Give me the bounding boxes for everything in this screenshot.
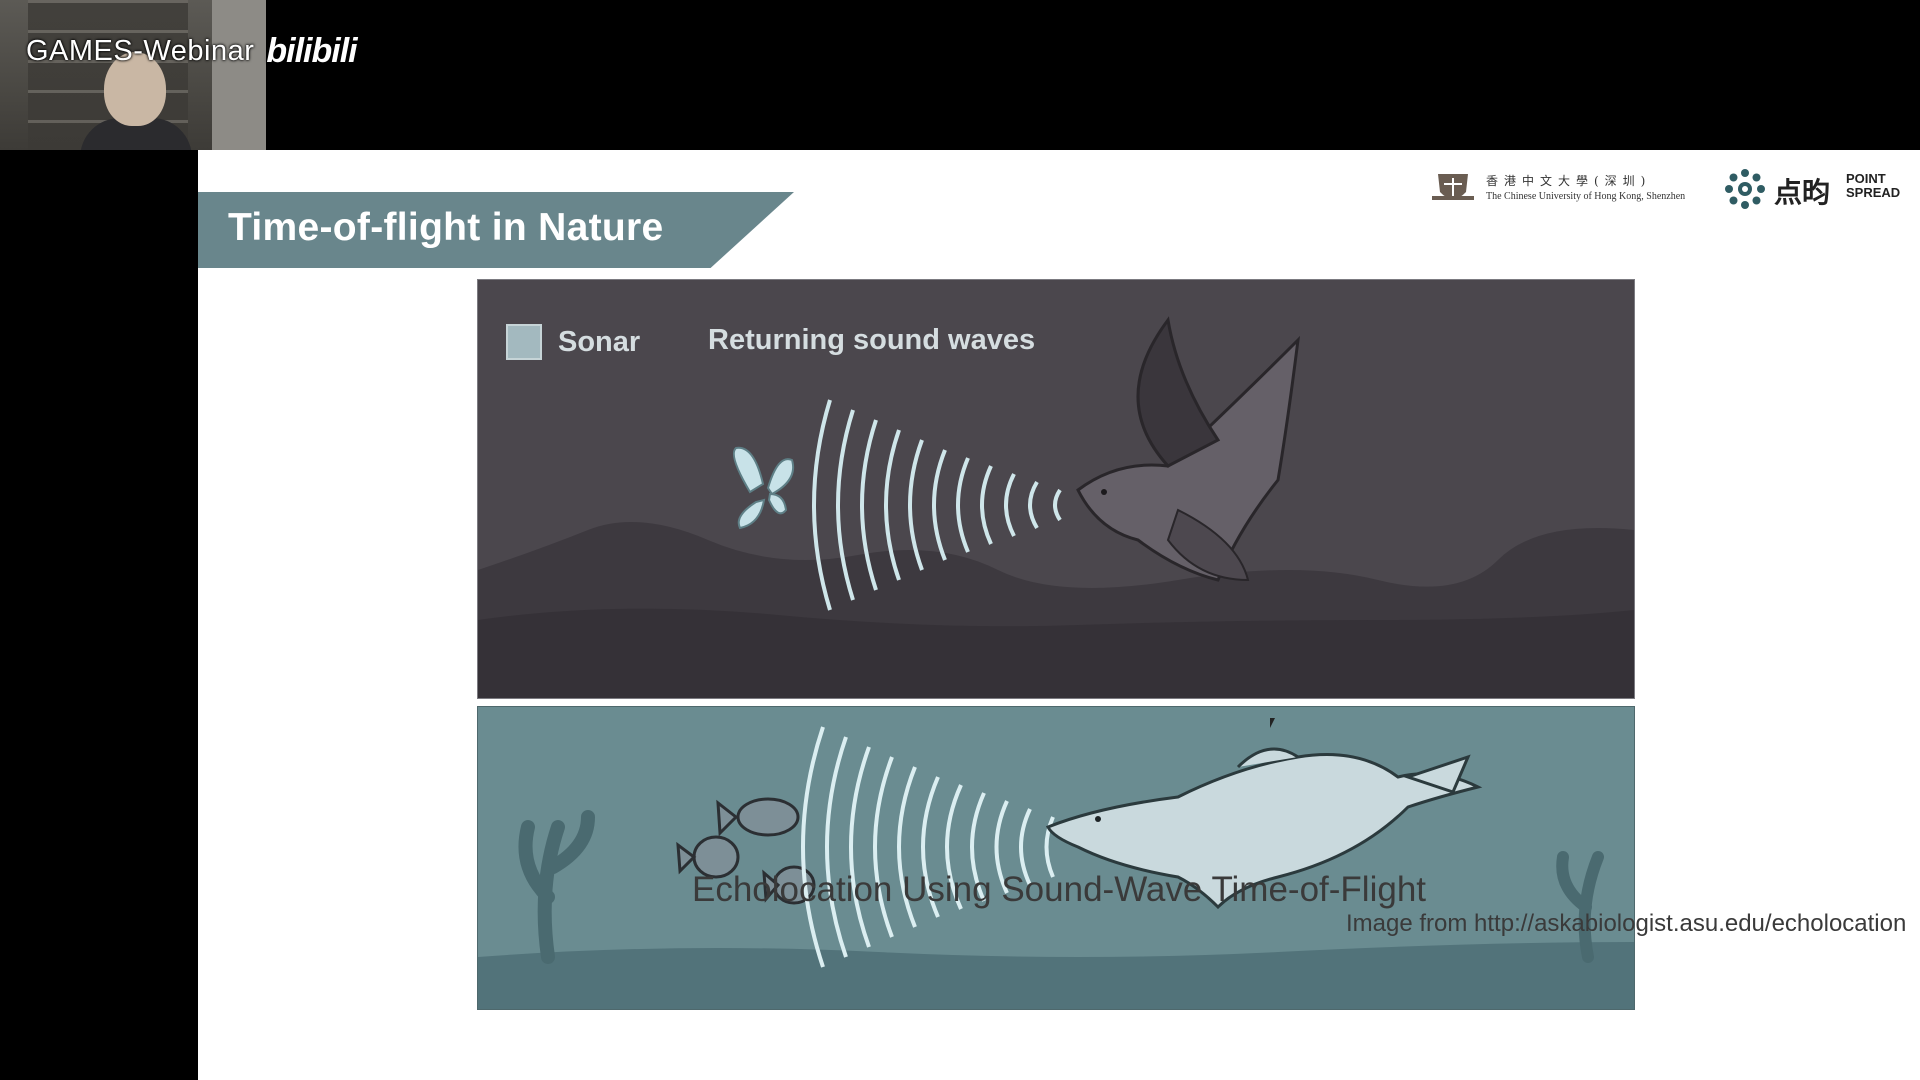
bat-scene-illustration	[478, 316, 1634, 698]
dolphin-scene-illustration	[478, 726, 1634, 1009]
cuhk-english-name: The Chinese University of Hong Kong, She…	[1486, 191, 1686, 202]
image-credit: Image from http://askabiologist.asu.edu/…	[1346, 910, 1907, 937]
sonar-legend-swatch	[506, 324, 542, 360]
sonar-legend-label: Sonar	[558, 325, 641, 358]
butterfly-icon	[732, 446, 794, 530]
point-spread-english-name: POINT SPREAD	[1846, 172, 1900, 200]
mouse-cursor-icon	[1270, 718, 1279, 728]
returning-waves-legend-label: Returning sound waves	[708, 324, 1036, 356]
title-banner	[198, 192, 794, 268]
slide-title: Time-of-flight in Nature	[228, 206, 664, 249]
video-top-bar	[0, 0, 1920, 150]
figure-caption-wrapper: Echolocation Using Sound-Wave Time-of-Fl…	[198, 870, 1920, 910]
video-left-bar	[0, 150, 198, 1080]
institution-logos: 香港中文大學(深圳) The Chinese University of Hon…	[1430, 164, 1910, 214]
fish-group-icon	[676, 797, 816, 905]
webcam-door	[212, 0, 266, 150]
sonar-waves	[812, 399, 1062, 611]
presentation-slide: Time-of-flight in Nature 香港中文大學(深圳) The …	[198, 150, 1920, 1080]
point-spread-logo-icon	[1725, 169, 1765, 209]
games-webinar-label: GAMES-Webinar	[26, 35, 255, 67]
presenter-webcam	[0, 0, 266, 150]
presenter-head	[104, 52, 166, 126]
cuhk-crest-icon	[1432, 174, 1474, 200]
figure-legend: Sonar	[506, 324, 640, 360]
bilibili-logo: bilibili	[266, 32, 357, 70]
dolphin-icon	[1045, 747, 1483, 910]
point-spread-word-2: SPREAD	[1846, 185, 1901, 200]
sonar-waves-water	[801, 726, 1055, 968]
seaweed-left-icon	[518, 810, 595, 964]
point-spread-word-1: POINT	[1846, 171, 1886, 186]
dolphin-echolocation-panel	[477, 706, 1635, 1010]
bat-echolocation-panel: Sonar Returning sound waves	[477, 279, 1635, 699]
stream-watermark: GAMES-Webinar bilibili	[26, 32, 358, 71]
figure-caption: Echolocation Using Sound-Wave Time-of-Fl…	[691, 870, 1427, 909]
bat-icon	[1076, 316, 1301, 582]
cuhk-chinese-name: 香港中文大學(深圳)	[1486, 174, 1652, 188]
seaweed-right-icon	[1556, 851, 1604, 963]
point-spread-chinese-name: 点昀	[1774, 176, 1831, 209]
